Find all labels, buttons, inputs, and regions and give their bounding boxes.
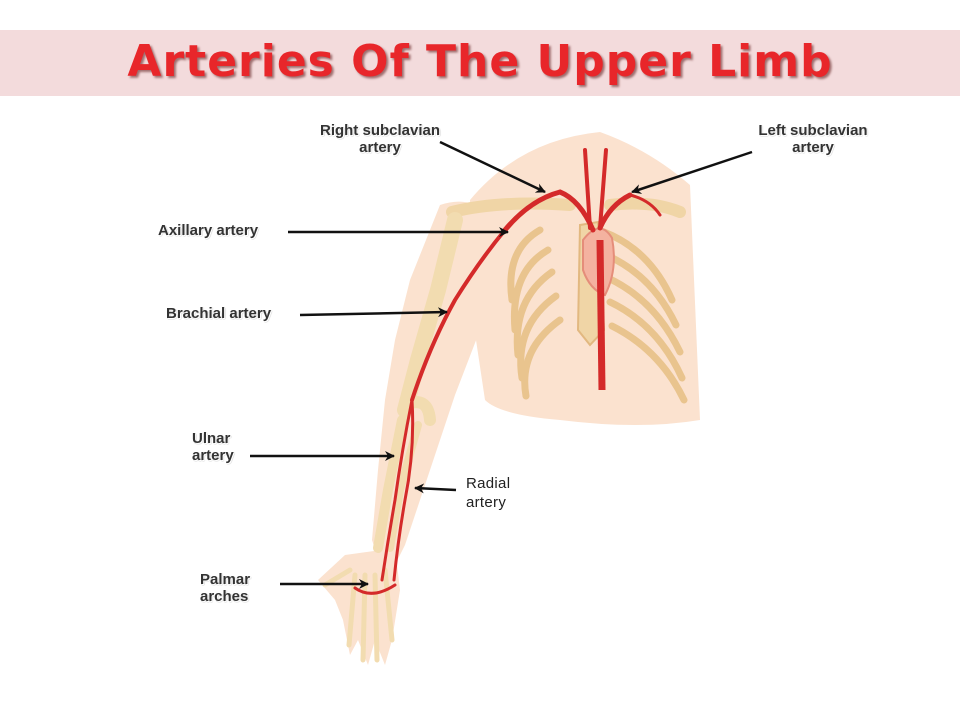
label-radial: Radial artery <box>466 475 511 511</box>
arrow-right-subclavian <box>439 140 546 194</box>
arrow-left-subclavian <box>631 150 753 194</box>
arrow-radial <box>414 483 457 494</box>
hand-bones <box>322 567 395 663</box>
label-axillary: Axillary artery <box>158 222 259 239</box>
label-right-subclavian: Right subclavian artery <box>319 122 441 156</box>
forearm-bones <box>373 415 407 553</box>
label-ulnar: Ulnar artery <box>192 430 234 464</box>
label-left-subclavian: Left subclavian artery <box>758 122 868 156</box>
elbow <box>399 396 436 426</box>
aorta <box>596 239 606 391</box>
title-band <box>0 30 960 96</box>
page-title: Arteries Of The Upper Limb <box>127 36 833 87</box>
arteries <box>353 148 662 595</box>
label-brachial: Brachial artery <box>166 305 272 322</box>
arrow-brachial <box>299 307 448 318</box>
label-palmar: Palmar arches <box>200 571 251 605</box>
pointer-arrows <box>250 140 753 589</box>
right-clavicle <box>446 197 576 218</box>
rib-cage <box>507 226 688 404</box>
humerus <box>397 212 463 418</box>
